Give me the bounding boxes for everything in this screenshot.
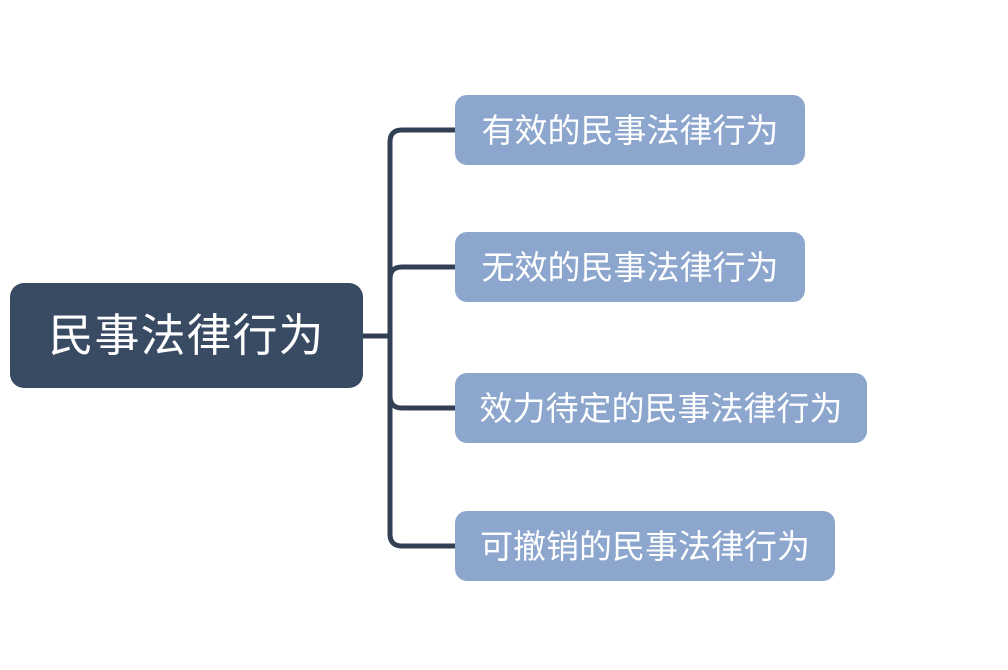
child-node-valid-act[interactable]: 有效的民事法律行为 [455,95,805,165]
connector-branch-4 [387,333,459,549]
connector-branch-1 [387,127,459,339]
connector-group [360,127,459,549]
root-node-civil-legal-act[interactable]: 民事法律行为 [10,283,363,388]
child-node-revocable-act[interactable]: 可撤销的民事法律行为 [455,511,835,581]
connector-branch-3 [387,333,459,411]
child-node-invalid-act[interactable]: 无效的民事法律行为 [455,232,805,302]
child-node-pending-effect-act[interactable]: 效力待定的民事法律行为 [455,373,867,443]
connector-branch-2 [387,264,459,339]
